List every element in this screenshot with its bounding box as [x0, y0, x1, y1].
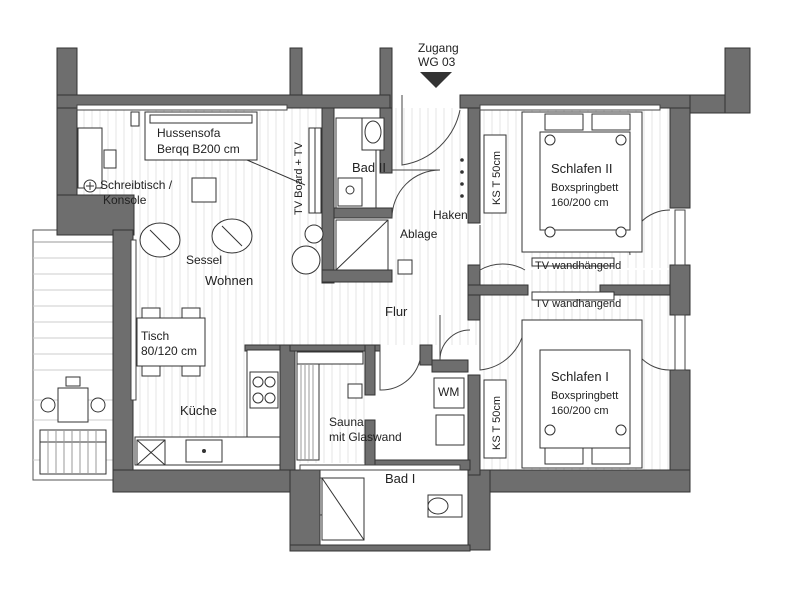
room-label-sauna: Sauna	[329, 415, 364, 429]
sofa-size: Berqq B200 cm	[157, 142, 240, 156]
walls	[56, 47, 751, 552]
table-label: Tisch	[141, 329, 169, 343]
hooks-rail	[460, 158, 464, 198]
tv-board-label: TV Board + TV	[293, 141, 305, 215]
entrance-arrow-icon	[420, 72, 452, 88]
balcony-bench	[39, 429, 107, 475]
bedroom1-wardrobe	[483, 379, 507, 459]
entrance-label: Zugang	[418, 41, 459, 55]
room-label-bedroom2: Schlafen II	[551, 161, 612, 176]
room-label-living: Wohnen	[205, 273, 253, 288]
bedroom1-wardrobe-label: KS T 50cm	[491, 396, 503, 450]
washing-drum	[291, 245, 321, 275]
bedroom2-wardrobe-label: KS T 50cm	[491, 151, 503, 205]
table-size: 80/120 cm	[141, 344, 197, 358]
sofa-lamp	[130, 111, 140, 127]
bedroom2-bed	[521, 111, 643, 253]
room-label-bath1: Bad I	[385, 471, 415, 486]
entry-floor	[390, 108, 470, 288]
tv-board	[308, 127, 322, 214]
bedroom2-tv	[531, 257, 615, 267]
room-label-hall: Flur	[385, 304, 408, 319]
laundry-label: WM	[438, 385, 459, 399]
entrance-unit: WG 03	[418, 55, 456, 69]
console	[191, 177, 217, 203]
sofa	[144, 111, 258, 161]
dryer-drum	[304, 224, 324, 244]
bedroom1-bed	[521, 319, 643, 469]
room-label-kitchen: Küche	[180, 403, 217, 418]
storage-label: Ablage	[400, 227, 438, 241]
desk	[77, 127, 117, 193]
desk-label-2: Konsole	[103, 193, 147, 207]
bedroom2-bed-label: Boxspringbett	[551, 182, 618, 194]
sofa-label: Hussensofa	[157, 126, 221, 140]
room-label-bath2: Bad II	[352, 160, 386, 175]
bedroom1-tv	[531, 291, 615, 301]
storage-box	[397, 259, 413, 275]
bedroom2-bed-size: 160/200 cm	[551, 197, 608, 209]
hooks-label: Haken	[433, 208, 468, 222]
room-label-bedroom1: Schlafen I	[551, 369, 609, 384]
dining-table	[136, 307, 206, 377]
bedroom1-bed-size: 160/200 cm	[551, 405, 608, 417]
balcony-table-set	[40, 376, 106, 423]
bedroom2-tv-label: TV wandhängend	[535, 260, 621, 272]
desk-label: Schreibtisch /	[100, 178, 173, 192]
kitchen-counter	[134, 349, 281, 466]
bath1-fixtures	[321, 377, 465, 541]
armchairs-label: Sessel	[186, 253, 222, 267]
bath2-fixtures	[335, 117, 389, 271]
armchairs	[139, 218, 253, 258]
sauna-benches	[296, 351, 364, 461]
sauna-glass-label: mit Glaswand	[329, 430, 402, 444]
bedroom1-bed-label: Boxspringbett	[551, 390, 618, 402]
bedroom2-wardrobe	[483, 134, 507, 214]
bedroom1-tv-label: TV wandhängend	[535, 298, 621, 310]
windows	[76, 104, 686, 471]
tv-sightline	[246, 159, 306, 186]
